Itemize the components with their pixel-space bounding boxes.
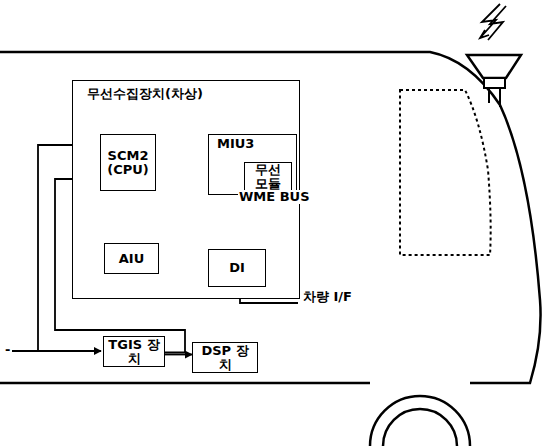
wheel-inner <box>383 409 457 446</box>
signal-label: - <box>4 343 11 357</box>
node-text: MIU3 <box>217 137 254 151</box>
node-text: SCM2 (CPU) <box>103 149 153 177</box>
device-box: TGIS 장치 <box>103 336 165 367</box>
car-body <box>0 52 541 383</box>
radio-module-box: 무선 모듈 <box>244 162 292 192</box>
node-text: AIU <box>119 252 144 266</box>
node-text: 무선 모듈 <box>247 163 289 191</box>
antenna-base <box>484 78 505 88</box>
node-text: DI <box>229 261 245 275</box>
device-box: DSP 장치 <box>192 342 258 373</box>
window <box>400 90 491 255</box>
antenna-legs <box>489 88 500 107</box>
interface-box: AIU <box>104 243 159 274</box>
interface-box: DI <box>208 249 266 287</box>
cpu-box: SCM2 (CPU) <box>100 134 156 191</box>
node-text: TGIS 장치 <box>106 338 162 366</box>
interface-label: 차량 I/F <box>302 290 353 304</box>
wheel <box>370 396 470 446</box>
node-text: DSP 장치 <box>195 344 255 372</box>
connector <box>165 354 192 356</box>
module-box: MIU3 무선 모듈 <box>208 134 297 195</box>
input-wire <box>38 350 101 352</box>
antenna-horn <box>467 55 521 78</box>
node-text: 무선수집장치(차상) <box>87 87 203 101</box>
lightning-symbol <box>480 4 506 40</box>
bus-label: WME BUS <box>238 190 311 204</box>
